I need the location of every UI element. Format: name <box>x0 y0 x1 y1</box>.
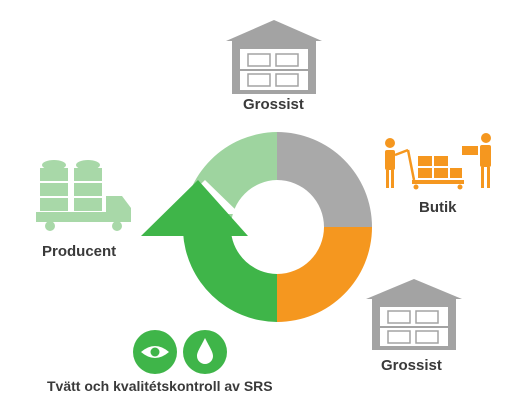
eye-icon <box>133 330 177 374</box>
producent-label: Producent <box>42 243 117 260</box>
warehouse-icon <box>366 279 462 350</box>
ring-segment-butik-to-grossist <box>277 227 372 322</box>
grossist-bottom-label: Grossist <box>381 357 442 374</box>
cycle-arrowhead <box>141 180 248 236</box>
butik-label: Butik <box>419 199 457 216</box>
warehouse-icon <box>226 20 322 94</box>
cycle-ring <box>141 132 372 322</box>
truck-with-crates-icon <box>36 160 131 231</box>
water-drop-icon <box>183 330 227 374</box>
ring-segment-grossist-to-butik <box>277 132 372 227</box>
grossist-top-label: Grossist <box>243 96 304 113</box>
ring-segment-grossist-to-producer <box>183 232 277 322</box>
washing-inspection-caption: Tvätt och kvalitétskontroll av SRS <box>47 378 273 394</box>
shop-workers-icon <box>385 133 491 190</box>
